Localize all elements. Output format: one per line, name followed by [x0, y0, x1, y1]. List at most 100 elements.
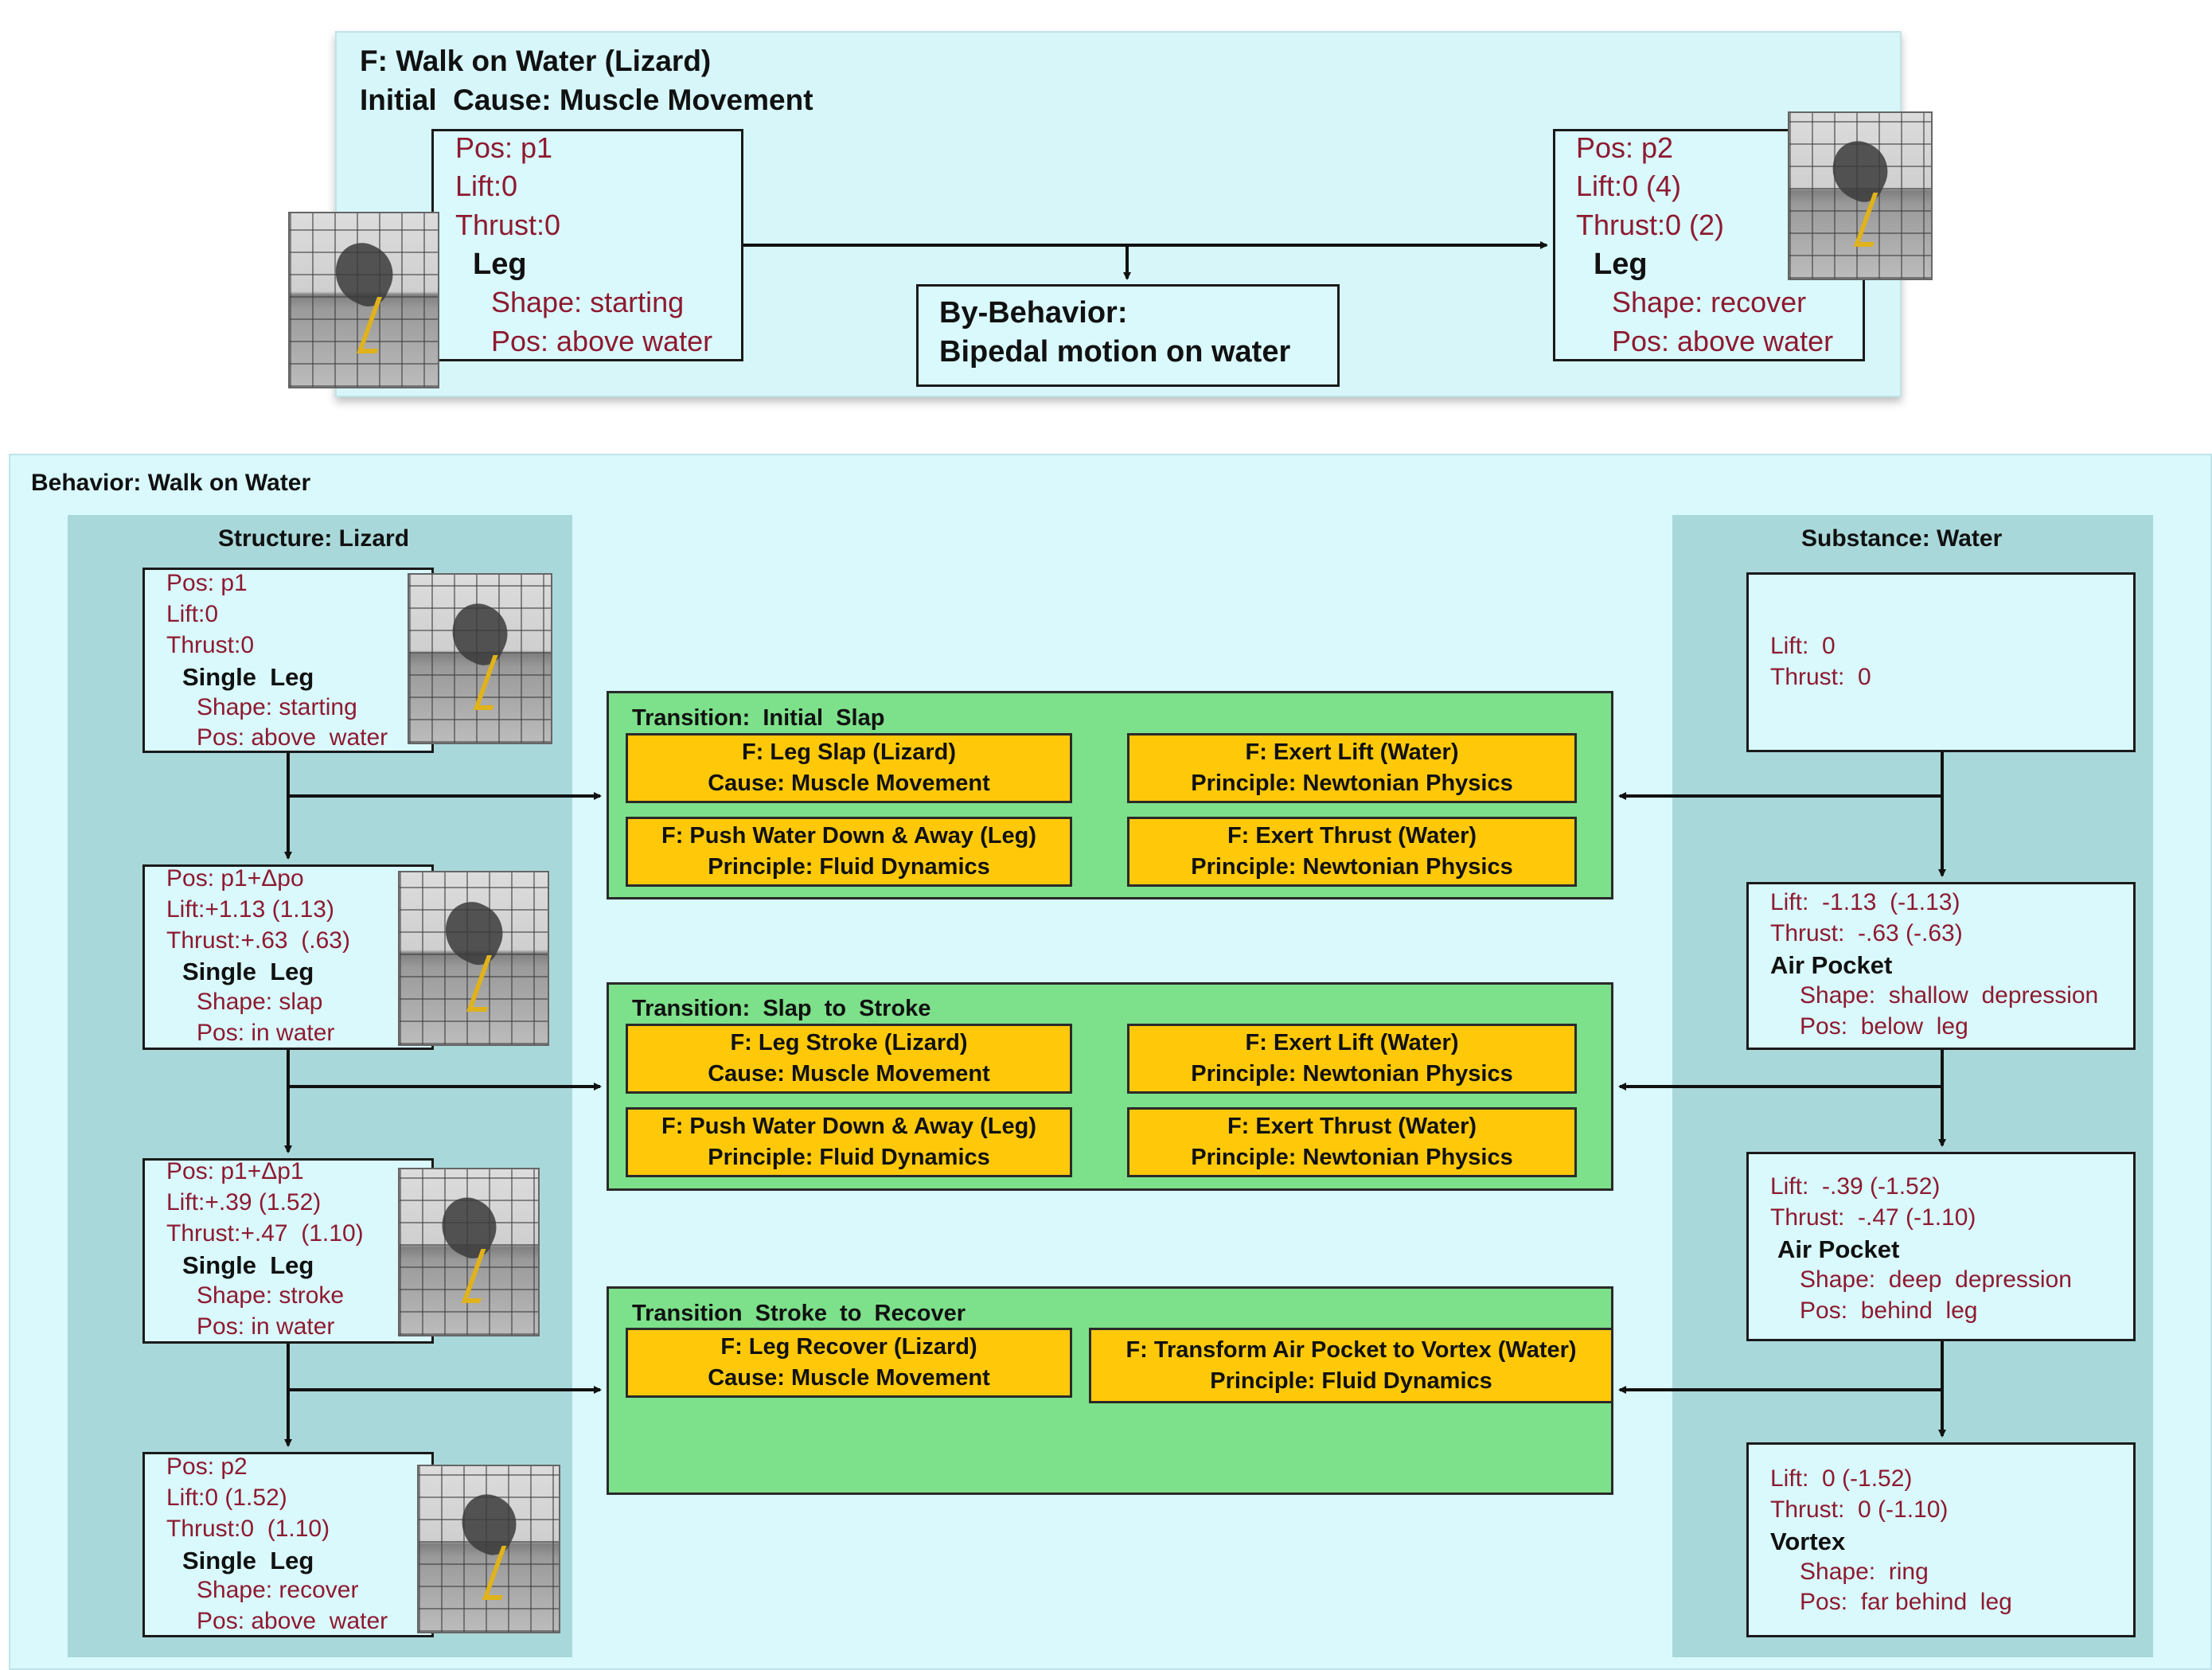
state-pos: Pos: p1	[166, 570, 248, 596]
function-box: F: Exert Lift (Water) Principle: Newtoni…	[1127, 1024, 1577, 1094]
lizard-photo-start	[288, 212, 439, 388]
state-thrust: Thrust: -.63 (-.63)	[1770, 920, 1963, 946]
state-shape: Shape: deep depression	[1800, 1266, 2072, 1293]
state-pos: Pos: below leg	[1800, 1013, 1968, 1040]
state-part: Vortex	[1770, 1528, 1846, 1555]
lizard-photo-0ms	[408, 573, 552, 744]
state-shape: Shape: slap	[197, 989, 323, 1015]
by-behavior-label: By-Behavior:	[939, 296, 1128, 330]
function-box: F: Exert Lift (Water) Principle: Newtoni…	[1127, 733, 1577, 803]
state-part: Leg	[473, 248, 527, 281]
function-box: F: Push Water Down & Away (Leg) Principl…	[626, 1107, 1072, 1177]
function-box: F: Leg Slap (Lizard) Cause: Muscle Movem…	[626, 733, 1072, 803]
function-title: F: Walk on Water (Lizard)	[360, 45, 712, 77]
substance-title: Substance: Water	[1801, 525, 2003, 552]
state-lift: Lift:0 (4)	[1576, 170, 1682, 202]
state-lift: Lift: -.39 (-1.52)	[1770, 1173, 1941, 1200]
state-lift: Lift:+.39 (1.52)	[166, 1189, 322, 1215]
state-part: Single Leg	[182, 1251, 314, 1279]
function-principle: Principle: Fluid Dynamics	[708, 1145, 990, 1170]
function-box: F: Leg Recover (Lizard) Cause: Muscle Mo…	[626, 1328, 1072, 1398]
substance-state-3	[1746, 1152, 2136, 1341]
state-shape: Shape: starting	[491, 286, 685, 318]
state-leg-pos: Pos: above water	[197, 1608, 388, 1634]
state-shape: Shape: recover	[1612, 286, 1807, 318]
state-part: Single Leg	[182, 958, 314, 985]
state-part: Single Leg	[182, 1547, 314, 1574]
state-thrust: Thrust:0	[455, 209, 561, 241]
state-pos: Pos: p2	[166, 1453, 248, 1480]
function-box: F: Push Water Down & Away (Leg) Principl…	[626, 817, 1072, 887]
state-thrust: Thrust:+.47 (1.10)	[166, 1220, 364, 1247]
function-name: F: Exert Lift (Water)	[1245, 1030, 1459, 1055]
state-thrust: Thrust:+.63 (.63)	[166, 927, 350, 954]
state-shape: Shape: recover	[197, 1577, 359, 1603]
substance-state-2	[1746, 882, 2136, 1050]
by-behavior-value: Bipedal motion on water	[939, 335, 1291, 369]
state-lift: Lift: 0	[1770, 633, 1836, 659]
state-thrust: Thrust: 0	[1770, 664, 1871, 690]
lizard-photo-recover	[1788, 111, 1933, 280]
function-principle: Principle: Newtonian Physics	[1191, 1145, 1513, 1170]
function-principle: Principle: Fluid Dynamics	[708, 854, 990, 880]
state-leg-pos: Pos: in water	[197, 1313, 335, 1340]
state-lift: Lift:0 (1.52)	[166, 1485, 287, 1511]
transition-title: Transition Stroke to Recover	[632, 1301, 966, 1326]
state-part: Single Leg	[182, 663, 314, 691]
state-leg-pos: Pos: above water	[1612, 325, 1834, 357]
state-thrust: Thrust:0 (2)	[1576, 209, 1725, 241]
function-name: F: Exert Lift (Water)	[1245, 739, 1459, 765]
function-principle: Principle: Fluid Dynamics	[1210, 1368, 1492, 1394]
function-principle: Principle: Newtonian Physics	[1191, 1061, 1513, 1087]
state-thrust: Thrust: 0 (-1.10)	[1770, 1496, 1949, 1523]
transition-title: Transition: Slap to Stroke	[632, 996, 931, 1021]
function-cause: Cause: Muscle Movement	[708, 771, 990, 796]
state-thrust: Thrust: -.47 (-1.10)	[1770, 1204, 1976, 1231]
substance-state-1	[1746, 572, 2136, 752]
function-box: F: Transform Air Pocket to Vortex (Water…	[1089, 1328, 1613, 1403]
state-pos: Pos: p1+Δpo	[166, 865, 304, 892]
function-name: F: Push Water Down & Away (Leg)	[661, 1114, 1036, 1139]
state-pos: Pos: p2	[1576, 131, 1674, 164]
state-lift: Lift:+1.13 (1.13)	[166, 896, 334, 923]
state-leg-pos: Pos: above water	[197, 724, 388, 751]
state-shape: Shape: stroke	[197, 1282, 345, 1309]
state-thrust: Thrust:0	[166, 632, 255, 658]
state-leg-pos: Pos: above water	[491, 325, 713, 357]
function-box: F: Exert Thrust (Water) Principle: Newto…	[1127, 817, 1577, 887]
state-part: Air Pocket	[1777, 1235, 1900, 1263]
lizard-photo-16ms	[398, 871, 549, 1046]
behavior-title: Behavior: Walk on Water	[31, 470, 311, 496]
function-principle: Principle: Newtonian Physics	[1191, 771, 1513, 796]
state-lift: Lift:0	[455, 170, 518, 202]
structure-title: Structure: Lizard	[218, 525, 410, 552]
function-box: F: Leg Stroke (Lizard) Cause: Muscle Mov…	[626, 1024, 1072, 1094]
structure-state-1	[142, 568, 434, 753]
state-pos: Pos: far behind leg	[1800, 1589, 2012, 1615]
function-name: F: Exert Thrust (Water)	[1227, 1114, 1477, 1139]
state-shape: Shape: ring	[1800, 1559, 1929, 1585]
lizard-photo-100ms	[417, 1465, 560, 1633]
function-name: F: Push Water Down & Away (Leg)	[661, 823, 1036, 849]
initial-cause: Initial Cause: Muscle Movement	[360, 84, 813, 116]
function-cause: Cause: Muscle Movement	[708, 1365, 990, 1391]
function-name: F: Transform Air Pocket to Vortex (Water…	[1126, 1336, 1577, 1363]
by-behavior-box	[916, 284, 1340, 387]
substance-state-4	[1746, 1442, 2136, 1637]
state-lift: Lift: 0 (-1.52)	[1770, 1465, 1913, 1492]
state-pos: Pos: behind leg	[1800, 1297, 1978, 1324]
function-box: F: Exert Thrust (Water) Principle: Newto…	[1127, 1107, 1577, 1177]
function-cause: Cause: Muscle Movement	[708, 1061, 990, 1087]
state-part: Leg	[1594, 248, 1648, 281]
state-shape: Shape: shallow depression	[1800, 982, 2099, 1009]
state-lift: Lift:0	[166, 601, 219, 627]
lizard-photo-40ms	[398, 1168, 540, 1336]
function-principle: Principle: Newtonian Physics	[1191, 854, 1513, 880]
state-part: Air Pocket	[1770, 951, 1893, 979]
function-name: F: Exert Thrust (Water)	[1227, 823, 1477, 849]
transition-title: Transition: Initial Slap	[632, 705, 885, 731]
state-leg-pos: Pos: in water	[197, 1020, 335, 1046]
initial-state-box	[431, 129, 743, 361]
state-thrust: Thrust:0 (1.10)	[166, 1516, 330, 1542]
